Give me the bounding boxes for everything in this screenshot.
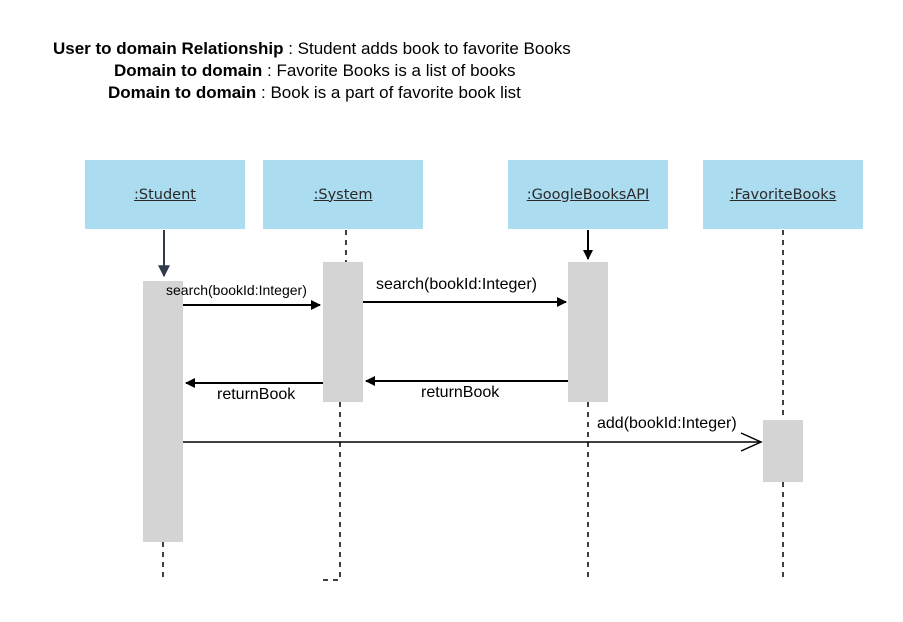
msg-student-to-favorites-label: add(bookId:Integer) <box>597 415 737 432</box>
header-line-3-title: Domain to domain <box>108 83 257 102</box>
msg-system-to-api-label: search(bookId:Integer) <box>376 276 537 293</box>
msg-api-to-system-label: returnBook <box>421 384 500 401</box>
msg-student-to-favorites-arrowhead <box>740 432 763 452</box>
header-line-2-text: : Favorite Books is a list of books <box>262 61 516 80</box>
header-line-1: User to domain Relationship : Student ad… <box>53 38 571 59</box>
header-line-1-title: User to domain Relationship <box>53 39 284 58</box>
activation-googlebooksapi <box>568 262 608 402</box>
activation-system <box>323 262 363 402</box>
activation-favoritebooks <box>763 420 803 482</box>
lifeline-system: :System <box>263 160 423 229</box>
lifeline-googlebooksapi-label: :GoogleBooksAPI <box>526 186 650 203</box>
lifeline-favoritebooks-label: :FavoriteBooks <box>729 186 837 203</box>
header-line-3-text: : Book is a part of favorite book list <box>256 83 521 102</box>
header-line-1-text: : Student adds book to favorite Books <box>283 39 571 58</box>
lifeline-googlebooksapi: :GoogleBooksAPI <box>508 160 668 229</box>
lifeline-student: :Student <box>85 160 245 229</box>
msg-student-to-system-label: search(bookId:Integer) <box>166 282 307 298</box>
lifeline-system-label: :System <box>313 186 373 203</box>
lifeline-favoritebooks: :FavoriteBooks <box>703 160 863 229</box>
activation-student <box>143 281 183 542</box>
lifeline-student-label: :Student <box>134 186 196 203</box>
header-line-3: Domain to domain : Book is a part of fav… <box>108 82 521 103</box>
header-line-2: Domain to domain : Favorite Books is a l… <box>114 60 516 81</box>
header-line-2-title: Domain to domain <box>114 61 263 80</box>
msg-system-to-student-label: returnBook <box>217 386 296 403</box>
